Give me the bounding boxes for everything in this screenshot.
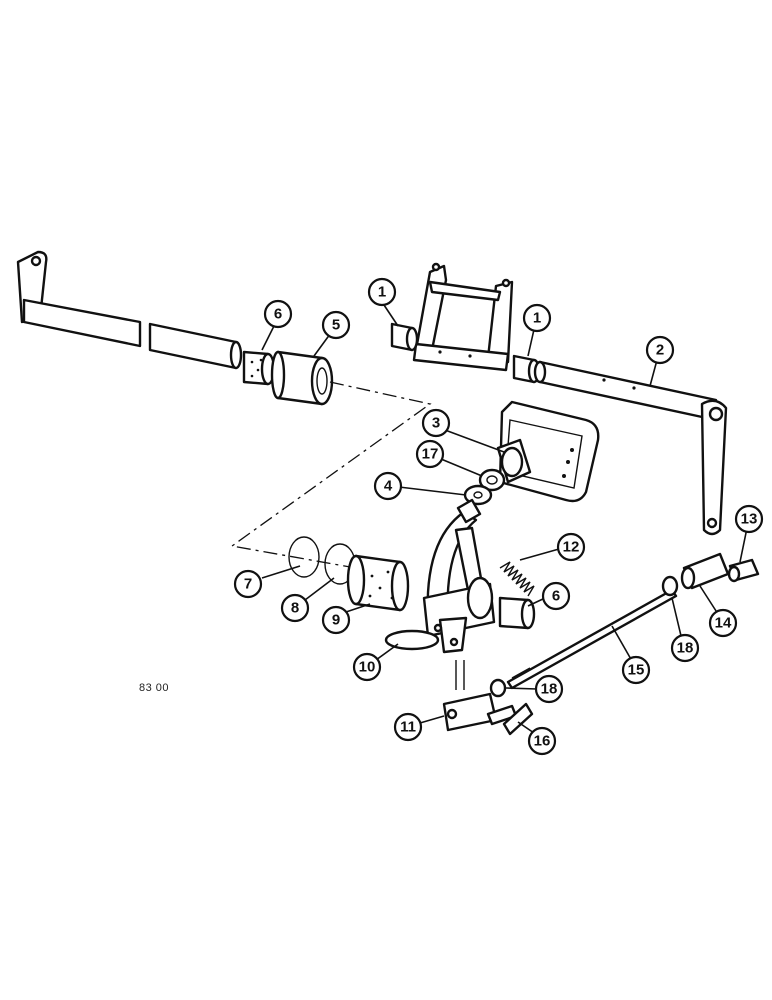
pedal-lever bbox=[384, 498, 496, 654]
bushing-1-left bbox=[390, 322, 419, 352]
callout-14: 14 bbox=[708, 608, 738, 638]
callout-6a: 6 bbox=[263, 299, 293, 329]
svg-text:1: 1 bbox=[378, 284, 386, 301]
svg-text:3: 3 bbox=[432, 415, 440, 432]
svg-text:2: 2 bbox=[656, 342, 664, 359]
svg-text:18: 18 bbox=[677, 640, 694, 657]
pad-bush bbox=[478, 468, 506, 492]
bushing-left bbox=[242, 350, 276, 386]
callout-18a: 18 bbox=[670, 633, 700, 663]
svg-text:14: 14 bbox=[715, 615, 732, 632]
callout-5: 5 bbox=[321, 310, 351, 340]
callout-17: 17 bbox=[415, 439, 445, 469]
svg-text:17: 17 bbox=[422, 446, 439, 463]
svg-text:15: 15 bbox=[628, 662, 645, 679]
callout-18b: 18 bbox=[534, 674, 564, 704]
pedal-pad bbox=[496, 400, 600, 503]
assembly-centerline bbox=[230, 381, 432, 576]
svg-text:10: 10 bbox=[359, 659, 376, 676]
callout-3: 3 bbox=[421, 408, 451, 438]
lower-clevis bbox=[442, 660, 498, 732]
return-spring bbox=[499, 561, 535, 597]
pedal-bushing bbox=[346, 554, 410, 612]
callout-8: 8 bbox=[280, 593, 310, 623]
callout-16: 16 bbox=[527, 726, 557, 756]
svg-text:7: 7 bbox=[244, 576, 252, 593]
svg-text:9: 9 bbox=[332, 612, 340, 629]
sleeve bbox=[270, 350, 334, 406]
upper-clevis bbox=[680, 552, 730, 590]
upper-clevis-pin bbox=[727, 558, 760, 583]
callout-13: 13 bbox=[734, 504, 764, 534]
callout-10: 10 bbox=[352, 652, 382, 682]
lower-clevis-pin bbox=[486, 702, 534, 736]
svg-text:12: 12 bbox=[563, 539, 580, 556]
callout-1b: 1 bbox=[522, 303, 552, 333]
left-cross-shaft bbox=[16, 250, 243, 370]
bushing-right bbox=[498, 596, 536, 630]
circlip bbox=[288, 536, 320, 578]
svg-text:16: 16 bbox=[534, 733, 551, 750]
svg-text:6: 6 bbox=[552, 588, 560, 605]
yoke-bracket bbox=[412, 262, 514, 372]
callout-4: 4 bbox=[373, 471, 403, 501]
lock-nut-lower bbox=[489, 678, 507, 698]
svg-text:13: 13 bbox=[741, 511, 758, 528]
svg-text:1: 1 bbox=[533, 310, 541, 327]
svg-text:4: 4 bbox=[384, 478, 393, 495]
svg-text:18: 18 bbox=[541, 681, 558, 698]
callout-7: 7 bbox=[233, 569, 263, 599]
callout-15: 15 bbox=[621, 655, 651, 685]
svg-text:6: 6 bbox=[274, 306, 282, 323]
leader-lines bbox=[261, 301, 748, 734]
callout-1a: 1 bbox=[367, 277, 397, 307]
callout-6b: 6 bbox=[541, 581, 571, 611]
svg-text:8: 8 bbox=[291, 600, 299, 617]
lock-nut-upper bbox=[661, 575, 679, 597]
pedal-shaft bbox=[533, 360, 728, 536]
callout-2: 2 bbox=[645, 335, 675, 365]
svg-text:5: 5 bbox=[332, 317, 340, 334]
drawing-code: 83 00 bbox=[139, 682, 170, 694]
callout-11: 11 bbox=[393, 712, 423, 742]
callout-12: 12 bbox=[556, 532, 586, 562]
svg-text:11: 11 bbox=[400, 719, 416, 736]
callout-9: 9 bbox=[321, 605, 351, 635]
